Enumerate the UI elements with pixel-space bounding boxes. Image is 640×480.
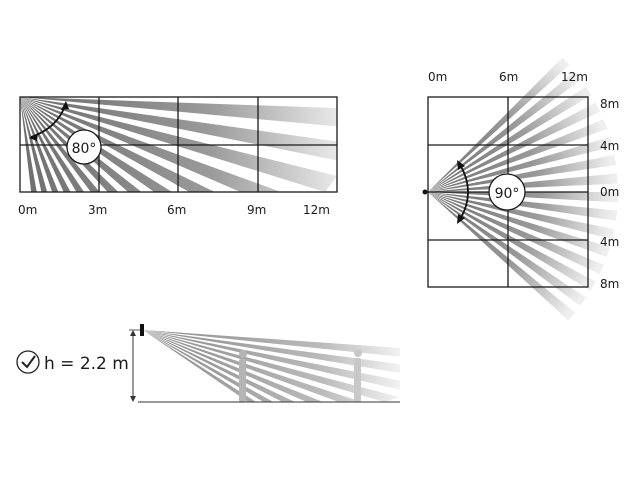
height-view-diagram: h = 2.2 m xyxy=(16,324,400,403)
detection-beam xyxy=(428,192,596,291)
x-label: 6m xyxy=(499,70,518,84)
angle-badge xyxy=(488,173,526,211)
detection-beam xyxy=(143,330,296,402)
detection-beam xyxy=(143,330,324,402)
x-label: 3m xyxy=(88,203,107,217)
detection-beam xyxy=(143,330,400,402)
top-view-diagram: 80° 0m 3m 6m 9m 12m xyxy=(18,96,338,217)
height-label: h = 2.2 m xyxy=(44,354,129,374)
plan-view-diagram: 90° 0m 6m 12m 8m 4m 0m 4m 8m xyxy=(422,57,619,321)
detection-beam xyxy=(428,192,610,257)
axis-labels: 0m 6m 12m 8m 4m 0m 4m 8m xyxy=(428,70,619,291)
y-label: 8m xyxy=(600,97,619,111)
x-axis-labels: 0m 3m 6m 9m 12m xyxy=(18,203,330,217)
x-label: 0m xyxy=(428,70,447,84)
detection-beam xyxy=(428,192,604,275)
x-label: 12m xyxy=(303,203,330,217)
x-label: 0m xyxy=(18,203,37,217)
detection-beam xyxy=(428,192,618,221)
detection-beam xyxy=(143,330,400,374)
x-label: 12m xyxy=(561,70,588,84)
detection-beam xyxy=(143,330,257,402)
sensor-icon xyxy=(140,324,144,336)
detection-beam xyxy=(428,154,617,192)
detection-beam xyxy=(428,119,608,192)
arrow-head-icon xyxy=(29,133,38,141)
detection-beam xyxy=(143,330,400,390)
check-circle-icon xyxy=(16,350,40,374)
detection-beam xyxy=(428,57,570,192)
detection-beam xyxy=(428,136,613,192)
angle-arrow-icon xyxy=(458,162,469,222)
detection-beam xyxy=(428,192,586,306)
detection-beam xyxy=(143,330,274,402)
detection-beams xyxy=(143,330,400,402)
detection-beam xyxy=(428,86,592,192)
arrow-head-icon xyxy=(130,396,136,402)
detection-beam xyxy=(428,192,615,240)
y-label: 4m xyxy=(600,139,619,153)
detection-beam xyxy=(143,330,400,357)
angle-badge xyxy=(66,129,102,165)
detection-beam xyxy=(428,71,582,192)
y-label: 4m xyxy=(600,235,619,249)
detection-beam xyxy=(20,97,48,192)
detection-beam xyxy=(143,330,362,402)
y-label: 0m xyxy=(600,185,619,199)
arrow-head-icon xyxy=(130,330,136,336)
arrow-head-icon xyxy=(457,160,465,170)
person-near-icon xyxy=(239,350,247,402)
y-label: 8m xyxy=(600,277,619,291)
person-far-icon xyxy=(354,349,362,402)
detection-beam xyxy=(428,102,601,192)
detection-beam xyxy=(428,192,575,321)
angle-label: 90° xyxy=(495,186,520,202)
sensor-dot xyxy=(422,189,428,195)
arrow-head-icon xyxy=(457,214,465,224)
x-label: 9m xyxy=(247,203,266,217)
arrow-head-icon xyxy=(61,101,69,110)
x-label: 6m xyxy=(167,203,186,217)
angle-label: 80° xyxy=(72,141,97,157)
